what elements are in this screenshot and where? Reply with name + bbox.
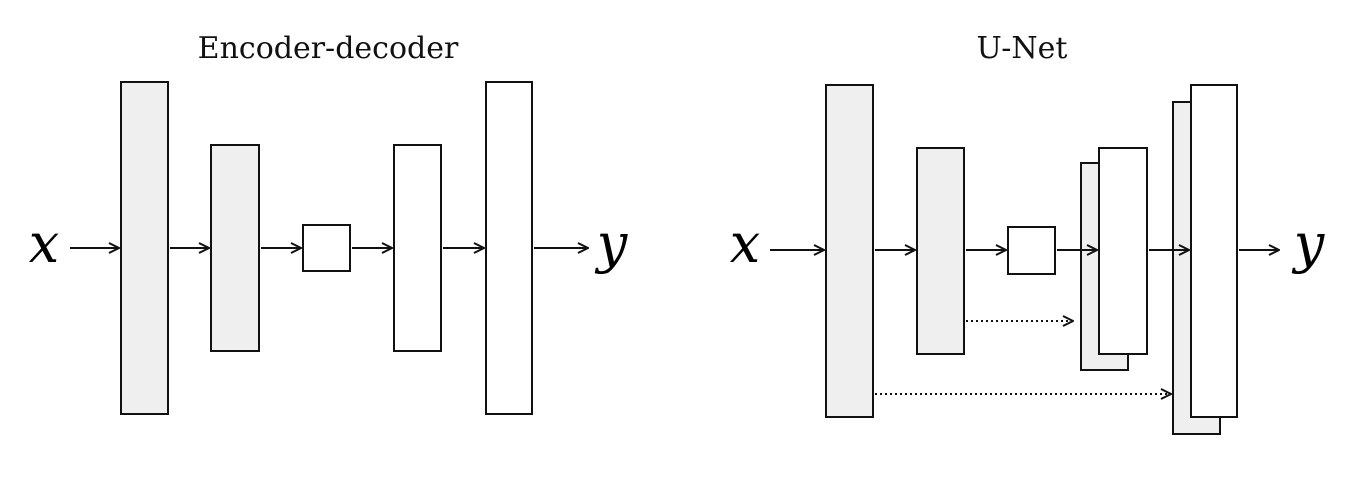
- ed-encoder-block-2: [210, 144, 260, 352]
- ed-input-x-label: x: [29, 212, 59, 275]
- ed-decoder-block-1: [393, 144, 442, 352]
- ed-decoder-block-2: [485, 81, 533, 415]
- ed-bottleneck-block: [302, 224, 351, 272]
- unet-encoder-block-2: [916, 147, 965, 355]
- ed-encoder-block-1: [120, 81, 169, 415]
- encoder-decoder-panel: Encoder-decoder x y: [29, 31, 629, 415]
- unet-panel: U-Net x y: [730, 31, 1326, 435]
- unet-title: U-Net: [977, 31, 1068, 66]
- ed-output-y-label: y: [595, 212, 629, 275]
- unet-bottleneck-block: [1007, 226, 1056, 275]
- unet-output-y-label: y: [1292, 212, 1326, 275]
- unet-input-x-label: x: [730, 212, 760, 275]
- unet-decoder-block-1: [1098, 147, 1148, 355]
- encoder-decoder-title: Encoder-decoder: [198, 31, 459, 66]
- unet-decoder-block-2: [1190, 84, 1238, 418]
- unet-encoder-block-1: [825, 84, 874, 418]
